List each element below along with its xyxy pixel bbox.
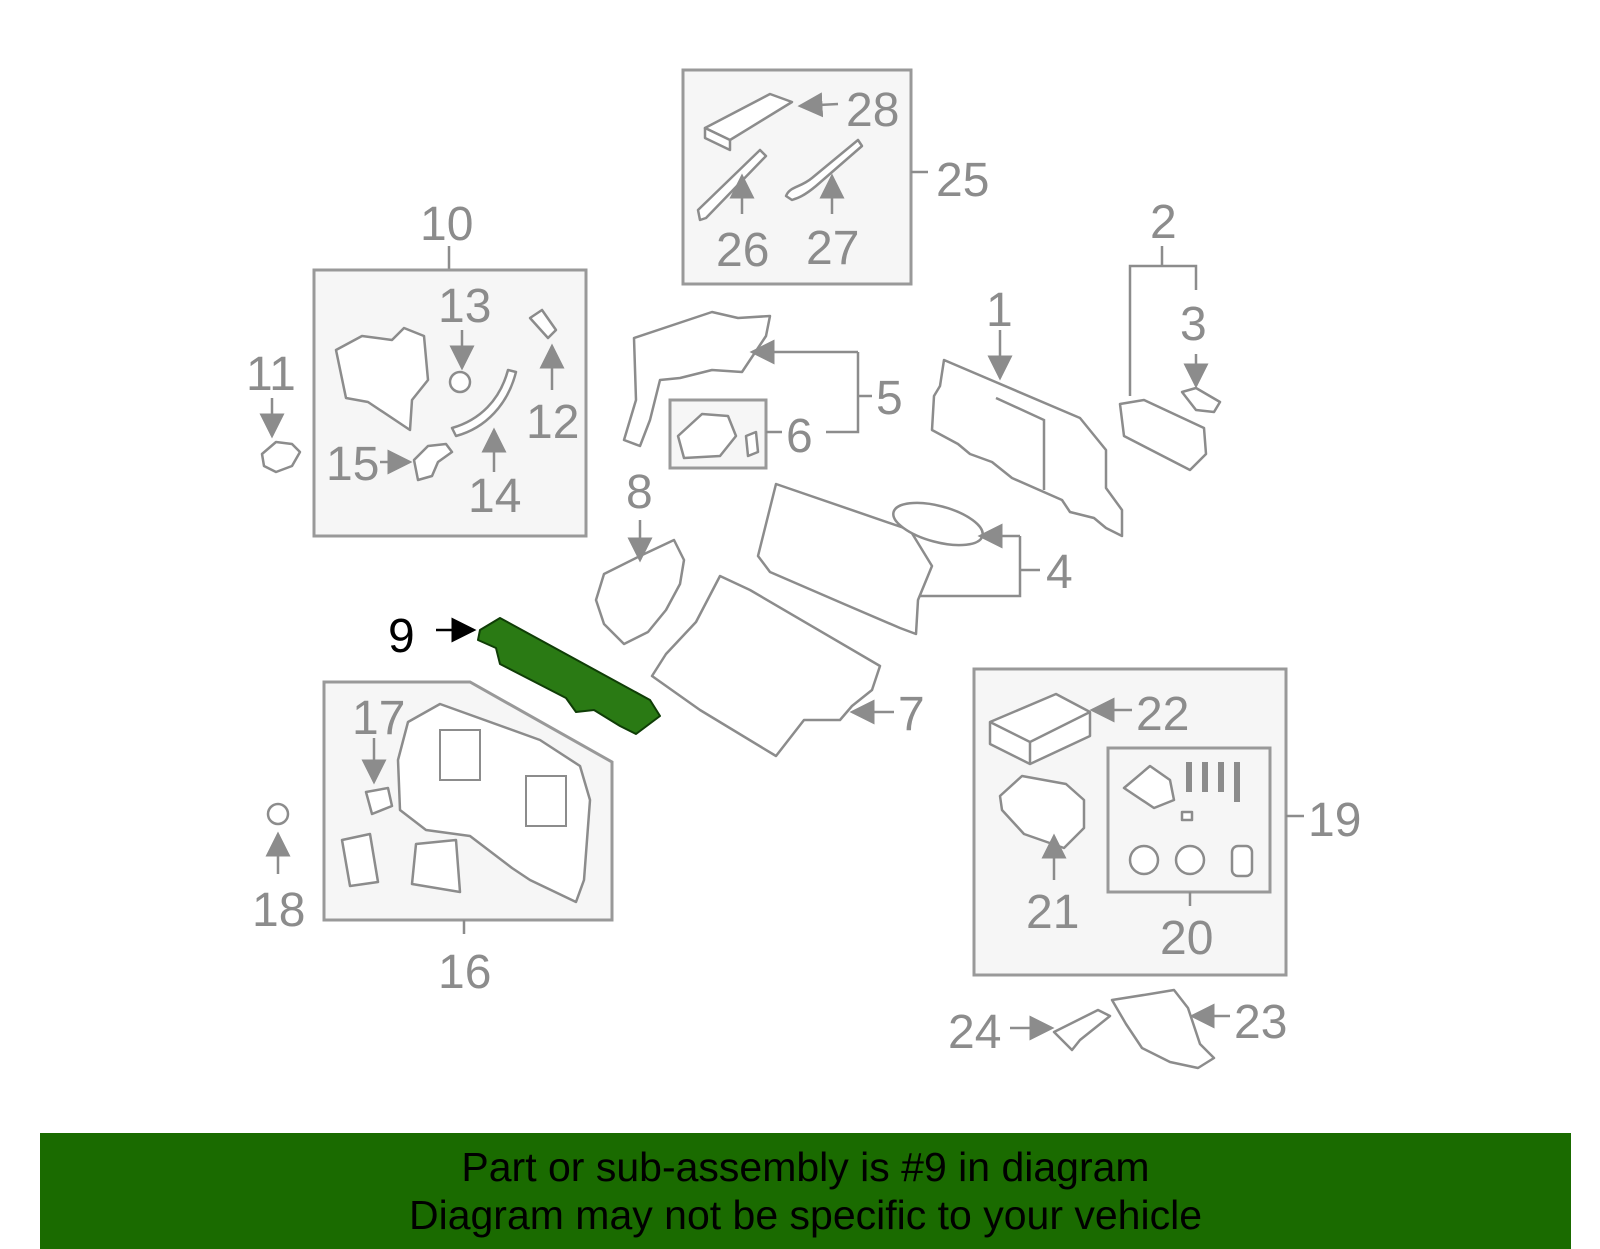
part-4 bbox=[756, 482, 1040, 636]
callout-17[interactable]: 17 bbox=[352, 692, 405, 745]
callout-21[interactable]: 21 bbox=[1026, 886, 1079, 939]
callout-28[interactable]: 28 bbox=[846, 84, 899, 137]
callout-1[interactable]: 1 bbox=[986, 284, 1013, 337]
group-box-16 bbox=[265, 680, 614, 934]
callout-25[interactable]: 25 bbox=[936, 154, 989, 207]
group-box-25 bbox=[681, 68, 928, 286]
callout-19[interactable]: 19 bbox=[1308, 794, 1361, 847]
info-banner: Part or sub-assembly is #9 in diagram Di… bbox=[40, 1133, 1571, 1249]
callout-23[interactable]: 23 bbox=[1234, 996, 1287, 1049]
group-box-10 bbox=[259, 246, 588, 538]
callout-2[interactable]: 2 bbox=[1150, 196, 1177, 249]
part-7 bbox=[650, 574, 894, 758]
callout-22[interactable]: 22 bbox=[1136, 688, 1189, 741]
part-8 bbox=[594, 520, 686, 646]
part-1 bbox=[930, 330, 1124, 538]
callout-9[interactable]: 9 bbox=[388, 610, 415, 663]
callout-10[interactable]: 10 bbox=[420, 198, 473, 251]
callout-26[interactable]: 26 bbox=[716, 224, 769, 277]
callout-20[interactable]: 20 bbox=[1160, 912, 1213, 965]
callout-27[interactable]: 27 bbox=[806, 222, 859, 275]
callout-7[interactable]: 7 bbox=[898, 688, 925, 741]
callout-5[interactable]: 5 bbox=[876, 372, 903, 425]
callout-15[interactable]: 15 bbox=[326, 438, 379, 491]
part-2-3 bbox=[1118, 246, 1222, 472]
banner-line-1: Part or sub-assembly is #9 in diagram bbox=[461, 1144, 1150, 1190]
part-9-highlighted[interactable] bbox=[436, 617, 661, 735]
callout-11[interactable]: 11 bbox=[246, 348, 296, 401]
callout-8[interactable]: 8 bbox=[626, 466, 653, 519]
callout-6[interactable]: 6 bbox=[786, 410, 813, 463]
callout-13[interactable]: 13 bbox=[438, 280, 491, 333]
group-box-19 bbox=[972, 667, 1304, 977]
callout-24[interactable]: 24 bbox=[948, 1006, 1001, 1059]
banner-line-2: Diagram may not be specific to your vehi… bbox=[408, 1192, 1202, 1238]
callout-4[interactable]: 4 bbox=[1046, 546, 1073, 599]
callout-14[interactable]: 14 bbox=[468, 470, 521, 523]
callout-3[interactable]: 3 bbox=[1180, 298, 1207, 351]
part-5-6 bbox=[622, 310, 872, 470]
callout-18[interactable]: 18 bbox=[252, 884, 305, 937]
callout-12[interactable]: 12 bbox=[526, 396, 579, 449]
callout-16[interactable]: 16 bbox=[438, 946, 491, 999]
part-23-24 bbox=[1010, 988, 1230, 1070]
